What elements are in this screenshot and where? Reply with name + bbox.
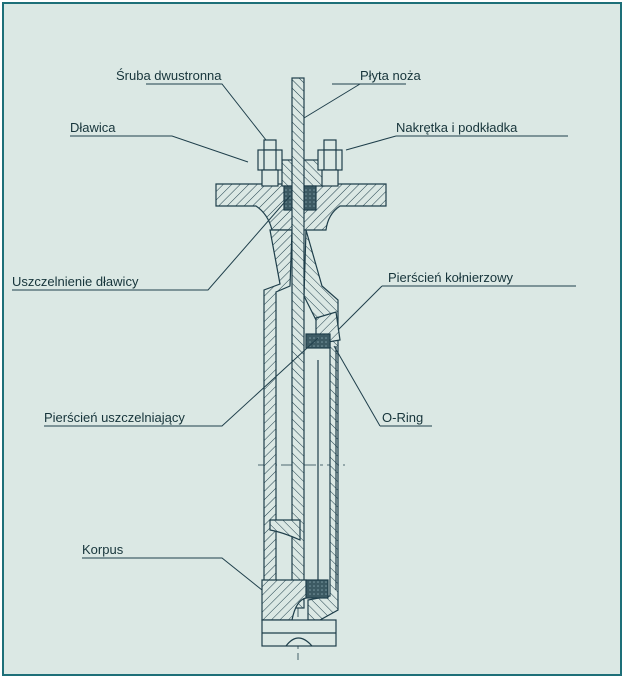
gland-packing-right	[303, 185, 317, 211]
label-dlawica: Dławica	[70, 120, 116, 135]
body-right	[303, 229, 339, 621]
label-korpus: Korpus	[82, 542, 124, 557]
label-o-ring: O-Ring	[382, 410, 423, 425]
label-uszczelnienie-dlawicy: Uszczelnienie dławicy	[12, 274, 139, 289]
stud-bolt-right	[317, 139, 343, 187]
knife-plate	[291, 77, 305, 609]
bottom-body	[261, 579, 307, 621]
bottom-seal	[305, 579, 329, 599]
label-nakretka-podkladka: Nakrętka i podkładka	[396, 120, 518, 135]
body-left	[262, 229, 293, 621]
sealing-ring	[305, 333, 331, 349]
label-pierscien-uszczelniajacy: Pierścień uszczelniający	[44, 410, 185, 425]
label-plyta-noza: Płyta noża	[360, 68, 421, 83]
label-sruba-dwustronna: Śruba dwustronna	[116, 68, 222, 83]
label-pierscien-kolnierzowy: Pierścień kołnierzowy	[388, 270, 513, 285]
stud-bolt-left	[257, 139, 283, 187]
